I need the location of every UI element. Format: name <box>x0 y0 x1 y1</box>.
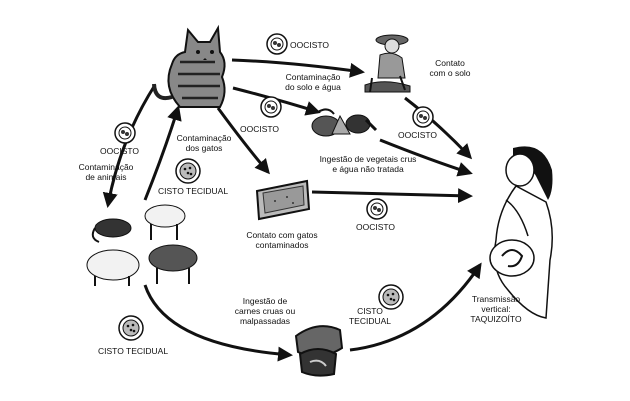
label-cisto-tecidual-bottom: CISTO TECIDUAL <box>98 346 169 356</box>
label-cisto-tecidual-right: CISTO TECIDUAL <box>348 306 392 326</box>
label-contaminacao-gatos: Contaminação dos gatos <box>176 133 232 153</box>
label-oocisto-top: OOCISTO <box>290 40 330 50</box>
arrow-vegetables-to-woman <box>379 138 473 177</box>
arrow-meat-to-woman <box>349 262 482 352</box>
label-oocisto-right: OOCISTO <box>398 130 438 140</box>
oocyst-icon <box>260 96 282 118</box>
arrow-animals-to-meat <box>143 284 293 362</box>
label-transmissao-vertical: Transmissão vertical: TAQUIZOÍTO <box>470 294 522 324</box>
meat-icon <box>294 325 344 377</box>
oocyst-icon <box>114 122 136 144</box>
animals-icon <box>86 204 198 286</box>
label-oocisto-left: OOCISTO <box>100 146 140 156</box>
farmer-icon <box>364 34 411 93</box>
arrow-soil-to-woman <box>404 96 473 160</box>
tissue-cyst-icon <box>378 284 404 310</box>
label-contaminacao-solo-agua: Contaminação do solo e água <box>285 72 341 92</box>
pregnant-woman-icon <box>489 146 553 319</box>
oocyst-icon <box>366 198 388 220</box>
label-contato-solo: Contato com o solo <box>429 58 471 78</box>
label-contato-gatos: Contato com gatos contaminados <box>246 230 318 250</box>
litter-box-icon <box>255 179 311 221</box>
arrow-cat-to-litter <box>216 107 270 175</box>
vegetables-icon <box>311 108 378 137</box>
label-oocisto-low: OOCISTO <box>356 222 396 232</box>
label-ingestao-vegetais: Ingestão de vegetais crus e água não tra… <box>319 154 417 174</box>
label-contaminacao-animais: Contaminação de animais <box>78 162 134 182</box>
arrow-cat-to-animals <box>102 84 157 208</box>
label-oocisto-mid: OOCISTO <box>240 124 280 134</box>
cat-icon <box>152 24 226 108</box>
label-cisto-tecidual-mid: CISTO TECIDUAL <box>158 186 229 196</box>
arrow-animals-to-cat <box>143 105 182 201</box>
oocyst-icon <box>266 33 288 55</box>
tissue-cyst-icon <box>118 315 144 341</box>
oocyst-icon <box>412 106 434 128</box>
arrow-cat-to-soil <box>231 58 365 78</box>
arrow-litter-to-woman <box>311 188 473 204</box>
label-ingestao-carnes: Ingestão de carnes cruas ou malpassadas <box>234 296 296 326</box>
tissue-cyst-icon <box>175 158 201 184</box>
